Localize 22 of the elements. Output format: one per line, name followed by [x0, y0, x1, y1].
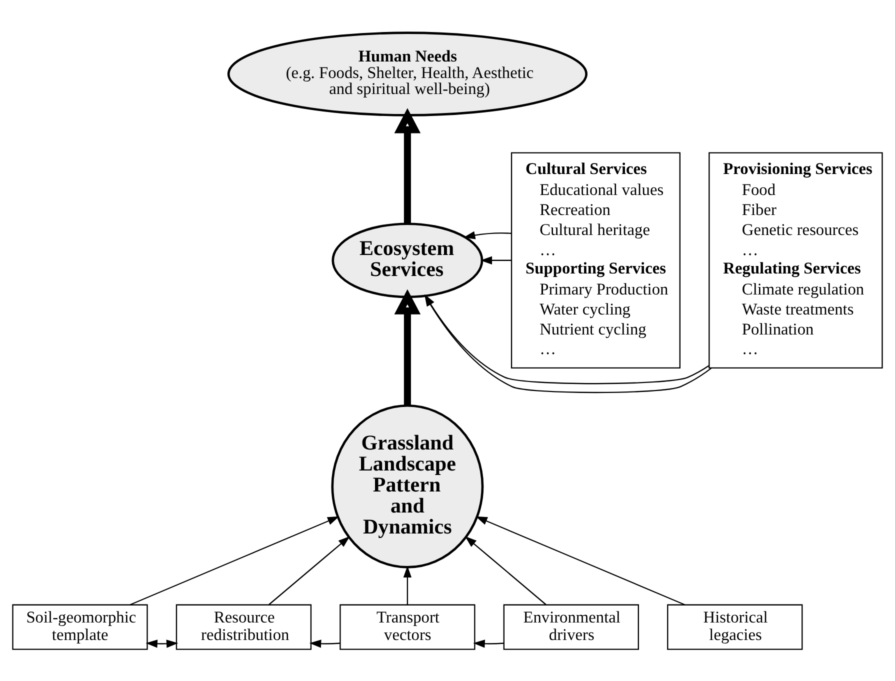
arrow	[309, 639, 340, 648]
node-box: Provisioning Services Food Fiber Genetic resources … Regulating Services Climate regulation Waste treatments Pollination …	[708, 152, 883, 368]
node-circle: Grassland Landscape Pattern and Dynamics	[331, 404, 484, 568]
arrow	[130, 516, 340, 605]
arrow	[480, 256, 512, 264]
node-box: Cultural Services Educational values Recreation Cultural heritage … Supporting Services Primary Production Water cycling Nutrient cycling …	[510, 152, 680, 368]
node-box: Resource redistribution	[176, 604, 312, 650]
arrow	[464, 536, 546, 605]
node-box: Historical legacies	[667, 604, 803, 650]
arrow	[394, 108, 421, 224]
node-box: Environmental drivers	[503, 604, 639, 650]
arrow	[476, 516, 686, 605]
node-ellipse: Ecosystem Services	[332, 222, 484, 298]
arrow	[473, 639, 504, 648]
node-ellipse: Human Needs (e.g. Foods, Shelter, Health, Aesthetic and spiritual well-being)	[227, 31, 588, 116]
arrow	[146, 639, 178, 648]
arrow	[268, 536, 350, 605]
node-box: Soil-geomorphic template	[12, 604, 148, 650]
arrow	[463, 230, 512, 239]
arrow	[394, 288, 421, 405]
arrow	[403, 565, 412, 604]
node-box: Transport vectors	[340, 604, 476, 650]
